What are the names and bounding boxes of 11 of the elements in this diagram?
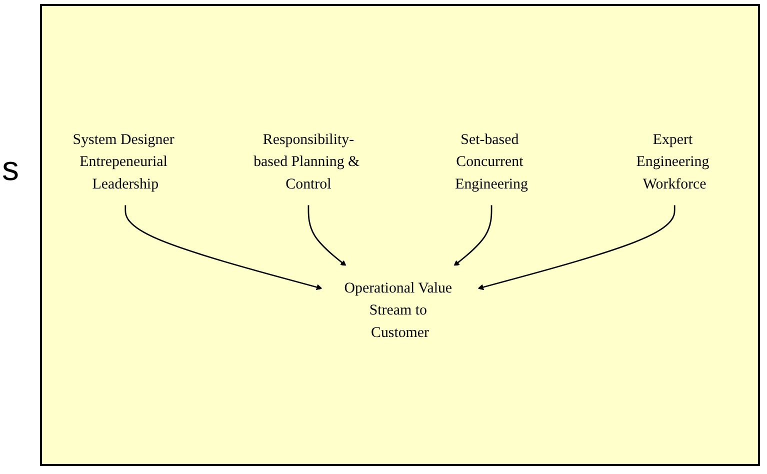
arrow [478,204,676,290]
node-text: Expert Engineering Workforce [636,130,710,192]
node-text: Responsibility-based Planning & Control [254,130,360,192]
text-label: s [2,150,19,188]
node-text: System Designer Entrepeneurial Leadership [72,130,174,192]
arrow [124,204,322,290]
diagram-panel: System Designer Entrepeneurial Leadership Responsibility-based Planning & Control Operational Value Stream to Customer Set-based Concurrent Engineering Expert Engineering Workforce [40,4,760,466]
arrow [308,204,346,266]
node-text: Set-based Concurrent Engineering [455,130,528,192]
arrow [454,204,492,266]
node-text: Operational Value Stream to Customer [344,278,452,340]
